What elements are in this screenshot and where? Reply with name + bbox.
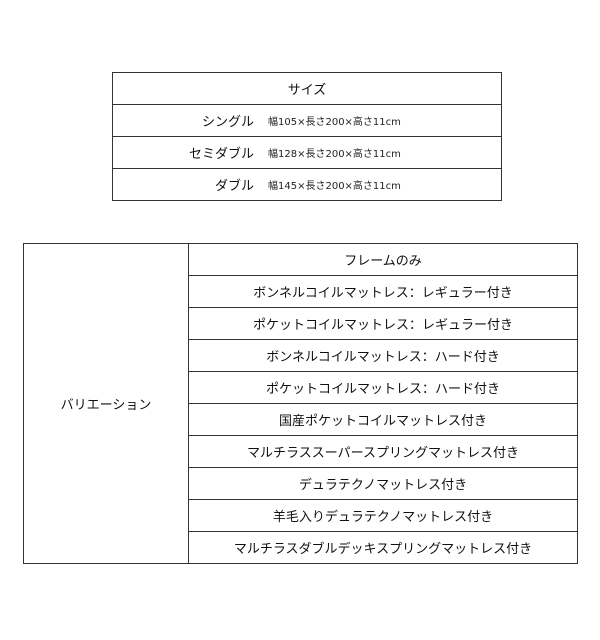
size-row-double: ダブル 幅145×長さ200×高さ11cm	[112, 168, 502, 201]
variation-item: マルチラススーパースプリングマットレス付き	[188, 435, 578, 468]
size-table: サイズ シングル 幅105×長さ200×高さ11cm セミダブル 幅128×長さ…	[112, 72, 502, 201]
size-dimensions: 幅145×長さ200×高さ11cm	[268, 181, 401, 192]
variation-item: ボンネルコイルマットレス：ハード付き	[188, 339, 578, 372]
variation-item: フレームのみ	[188, 243, 578, 276]
variation-item: デュラテクノマットレス付き	[188, 467, 578, 500]
size-name: シングル	[201, 115, 254, 130]
size-dimensions: 幅105×長さ200×高さ11cm	[268, 117, 401, 128]
size-row-single: シングル 幅105×長さ200×高さ11cm	[112, 104, 502, 137]
size-name: セミダブル	[188, 147, 254, 162]
variation-item: ポケットコイルマットレス：ハード付き	[188, 371, 578, 404]
variation-item: マルチラスダブルデッキスプリングマットレス付き	[188, 531, 578, 564]
size-dimensions: 幅128×長さ200×高さ11cm	[268, 149, 401, 160]
size-table-header: サイズ	[112, 72, 502, 105]
variation-table: バリエーション フレームのみ ボンネルコイルマットレス：レギュラー付き ポケット…	[23, 243, 578, 564]
variation-item: 国産ポケットコイルマットレス付き	[188, 403, 578, 436]
size-name: ダブル	[214, 179, 254, 194]
variation-item: ポケットコイルマットレス：レギュラー付き	[188, 307, 578, 340]
variation-label: バリエーション	[23, 243, 189, 564]
size-row-semi-double: セミダブル 幅128×長さ200×高さ11cm	[112, 136, 502, 169]
variation-item: ボンネルコイルマットレス：レギュラー付き	[188, 275, 578, 308]
variation-item: 羊毛入りデュラテクノマットレス付き	[188, 499, 578, 532]
